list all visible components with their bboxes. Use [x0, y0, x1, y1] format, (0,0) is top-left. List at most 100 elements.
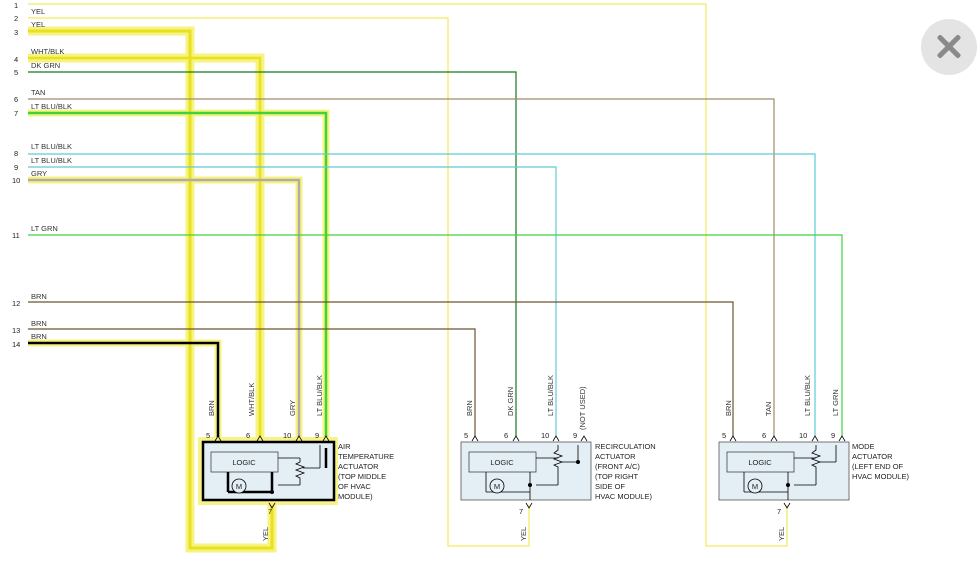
wire-color-label: BRN [207, 400, 216, 416]
close-button[interactable] [921, 19, 977, 75]
wire-color-label: LT BLU/BLK [546, 375, 555, 416]
caption-line: AIR [338, 442, 351, 451]
connector-arrow [580, 435, 588, 442]
pin-number: 1 [14, 1, 18, 10]
wire-color-label: TAN [764, 402, 773, 416]
connector-arrow [811, 435, 819, 442]
pin-number: 7 [14, 109, 18, 118]
caption-line: (TOP RIGHT [595, 472, 638, 481]
caption-line: ACTUATOR [338, 462, 379, 471]
wire-color-label: YEL [31, 20, 45, 29]
wire-color-label: YEL [261, 527, 270, 541]
wire-highlight [28, 109, 330, 437]
wire-color-label: LT BLU/BLK [31, 156, 72, 165]
caption-line: MODE [852, 442, 875, 451]
caption-line: SIDE OF [595, 482, 625, 491]
caption-line: (FRONT A/C) [595, 462, 640, 471]
connector-arrow [770, 435, 778, 442]
wire-color-label: TAN [31, 88, 45, 97]
wire-color-label: LT BLU/BLK [803, 375, 812, 416]
logic-label: LOGIC [748, 458, 772, 467]
wire-color-label: BRN [31, 292, 47, 301]
logic-block [726, 451, 795, 473]
connector-arrow [838, 435, 846, 442]
pin-number: 12 [12, 299, 20, 308]
pin-number: 9 [315, 431, 319, 440]
wire-color-label: DK GRN [31, 61, 60, 70]
pin-number: 4 [14, 55, 18, 64]
pin-number: 7 [777, 507, 781, 516]
connector-arrow [268, 502, 276, 509]
wire-color-label: WHT/BLK [247, 383, 256, 416]
caption-line: MODULE) [338, 492, 373, 501]
pin-number: 6 [14, 95, 18, 104]
air-temperature-actuator: LOGIC M 5 6 10 9 7 BRN WHT/BLK GRY LT BL… [198, 375, 394, 541]
connector-arrow [512, 435, 520, 442]
caption-line: (LEFT END OF [852, 462, 904, 471]
caption-line: RECIRCULATION [595, 442, 656, 451]
pin-number: 10 [541, 431, 549, 440]
logic-label: LOGIC [490, 458, 514, 467]
pin-number: 2 [14, 14, 18, 23]
wire-color-label: BRN [31, 332, 47, 341]
pin-number: 5 [464, 431, 468, 440]
pin-number: 9 [573, 431, 577, 440]
pin-number: 13 [12, 326, 20, 335]
logic-block [210, 451, 279, 473]
wire-lt-blu-blk [28, 153, 816, 437]
wire-color-label: GRY [31, 169, 47, 178]
motor-label: M [236, 482, 242, 491]
wire-color-label: LT GRN [831, 389, 840, 416]
pin-number: 7 [519, 507, 523, 516]
pin-number: 5 [14, 68, 18, 77]
wire-wht-blk [28, 56, 262, 437]
wire-brn [28, 328, 476, 437]
connector-arrow [214, 435, 222, 442]
connector-arrows [214, 435, 846, 509]
wire-color-label: YEL [31, 7, 45, 16]
caption-line: ACTUATOR [852, 452, 893, 461]
connector-arrow [729, 435, 737, 442]
connector-pin-labels: 1 2 3 4 5 6 7 8 9 10 11 12 13 14 YEL YEL… [12, 1, 72, 349]
connector-arrow [783, 502, 791, 509]
logic-block [468, 451, 537, 473]
pin-number: 10 [283, 431, 291, 440]
motor-icon [747, 478, 763, 494]
wire-color-label: YEL [777, 527, 786, 541]
wire-color-label: BRN [31, 319, 47, 328]
wire-lt-blu-blk [28, 166, 557, 437]
caption-line: TEMPERATURE [338, 452, 394, 461]
pin-number: 14 [12, 340, 20, 349]
potentiometer-icon [810, 445, 822, 485]
wire-color-label: DK GRN [506, 387, 515, 416]
pin-number: 3 [14, 28, 18, 37]
pin-number: 9 [831, 431, 835, 440]
pin-number: 5 [206, 431, 210, 440]
connector-arrow [322, 435, 330, 442]
wire-dk-grn [28, 71, 517, 437]
caption-line: HVAC MODULE) [852, 472, 909, 481]
pin-number: 9 [14, 163, 18, 172]
potentiometer-icon [552, 445, 564, 485]
motor-icon [231, 478, 247, 494]
pin-number: 5 [722, 431, 726, 440]
wire-yel [28, 3, 788, 547]
potentiometer-icon [294, 458, 306, 485]
pin-number: 11 [12, 231, 20, 240]
mode-actuator: LOGIC M 5 6 10 9 7 BRN TAN LT BLU/BLK LT… [718, 375, 909, 541]
motor-icon [489, 478, 505, 494]
caption-line: ACTUATOR [595, 452, 636, 461]
pin-number: 10 [12, 176, 20, 185]
caption-line: HVAC MODULE) [595, 492, 652, 501]
pin-number: 6 [246, 431, 250, 440]
wire-yel [28, 29, 274, 550]
wire-color-label: YEL [519, 527, 528, 541]
wire-color-label: LT BLU/BLK [31, 142, 72, 151]
connector-arrow [295, 435, 303, 442]
wire-color-label: LT BLU/BLK [31, 102, 72, 111]
pin-number: 6 [762, 431, 766, 440]
wire-color-label: BRN [465, 400, 474, 416]
connector-arrow [256, 435, 264, 442]
wire-layer [28, 3, 843, 550]
logic-label: LOGIC [232, 458, 256, 467]
